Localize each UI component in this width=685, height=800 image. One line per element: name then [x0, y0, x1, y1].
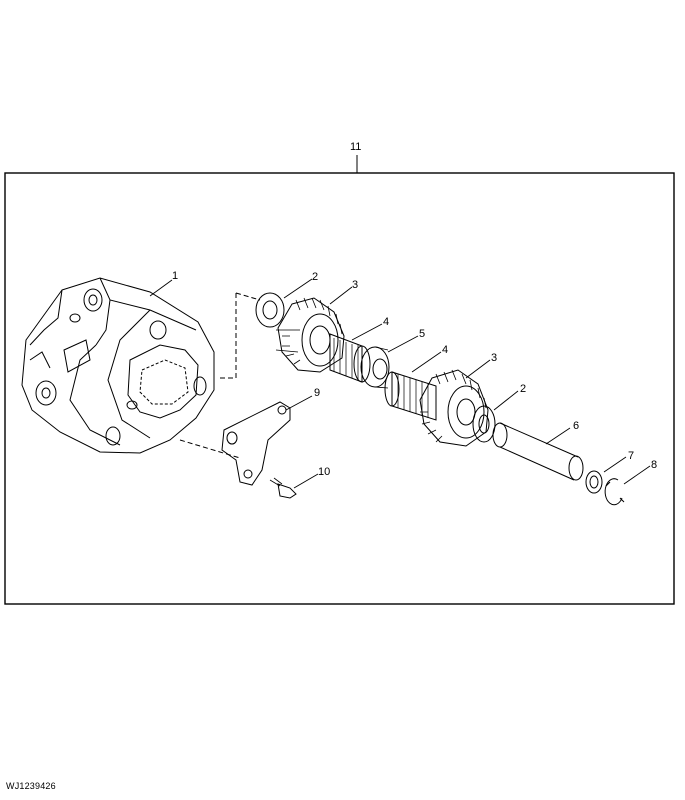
washer-upper	[256, 293, 284, 327]
callout-pin: 6	[573, 420, 579, 432]
assembly-frame	[4, 172, 675, 605]
callout-gear-upper: 3	[352, 279, 358, 291]
leader-snap-ring	[623, 465, 651, 485]
leader-washer-lower	[493, 390, 519, 411]
alignment-line-top-tick	[235, 292, 261, 301]
snap-ring	[605, 479, 624, 505]
callout-gear-lower: 3	[491, 352, 497, 364]
callout-plate: 9	[314, 387, 320, 399]
leader-spline-lower	[411, 351, 442, 373]
leader-pin	[545, 427, 571, 445]
cap-screw	[270, 478, 296, 498]
leader-plate	[285, 395, 313, 411]
gear-lower	[420, 370, 488, 446]
spacer	[361, 347, 389, 388]
spline-shaft-lower	[385, 372, 436, 420]
alignment-line-top	[220, 293, 237, 379]
callout-spline-lower: 4	[442, 344, 448, 356]
callout-washer-upper: 2	[312, 271, 318, 283]
washer-small	[586, 471, 602, 493]
gear-upper	[276, 298, 344, 372]
pin	[493, 423, 583, 480]
figure-id: WJ1239426	[6, 781, 56, 791]
housing	[22, 278, 214, 453]
spline-shaft-upper	[330, 334, 370, 382]
leader-spline-upper	[351, 323, 383, 341]
leader-cap-screw	[293, 473, 319, 489]
leader-gear-upper	[329, 286, 353, 305]
washer-lower	[473, 406, 495, 442]
callout-cap-screw: 10	[318, 466, 330, 478]
alignment-line-lower	[179, 439, 241, 459]
callout-washer-lower: 2	[520, 383, 526, 395]
callout-assembly: 11	[350, 141, 361, 153]
leader-gear-lower	[465, 359, 491, 379]
leader-housing	[149, 279, 173, 297]
plate	[222, 402, 290, 485]
callout-washer-small: 7	[628, 450, 634, 462]
callout-snap-ring: 8	[651, 459, 657, 471]
callout-spacer: 5	[419, 328, 425, 340]
leader-washer-upper	[283, 278, 313, 299]
leader-spacer	[387, 335, 419, 353]
leader-washer-small	[603, 456, 627, 473]
callout-housing: 1	[172, 270, 178, 282]
callout-spline-upper: 4	[383, 316, 389, 328]
